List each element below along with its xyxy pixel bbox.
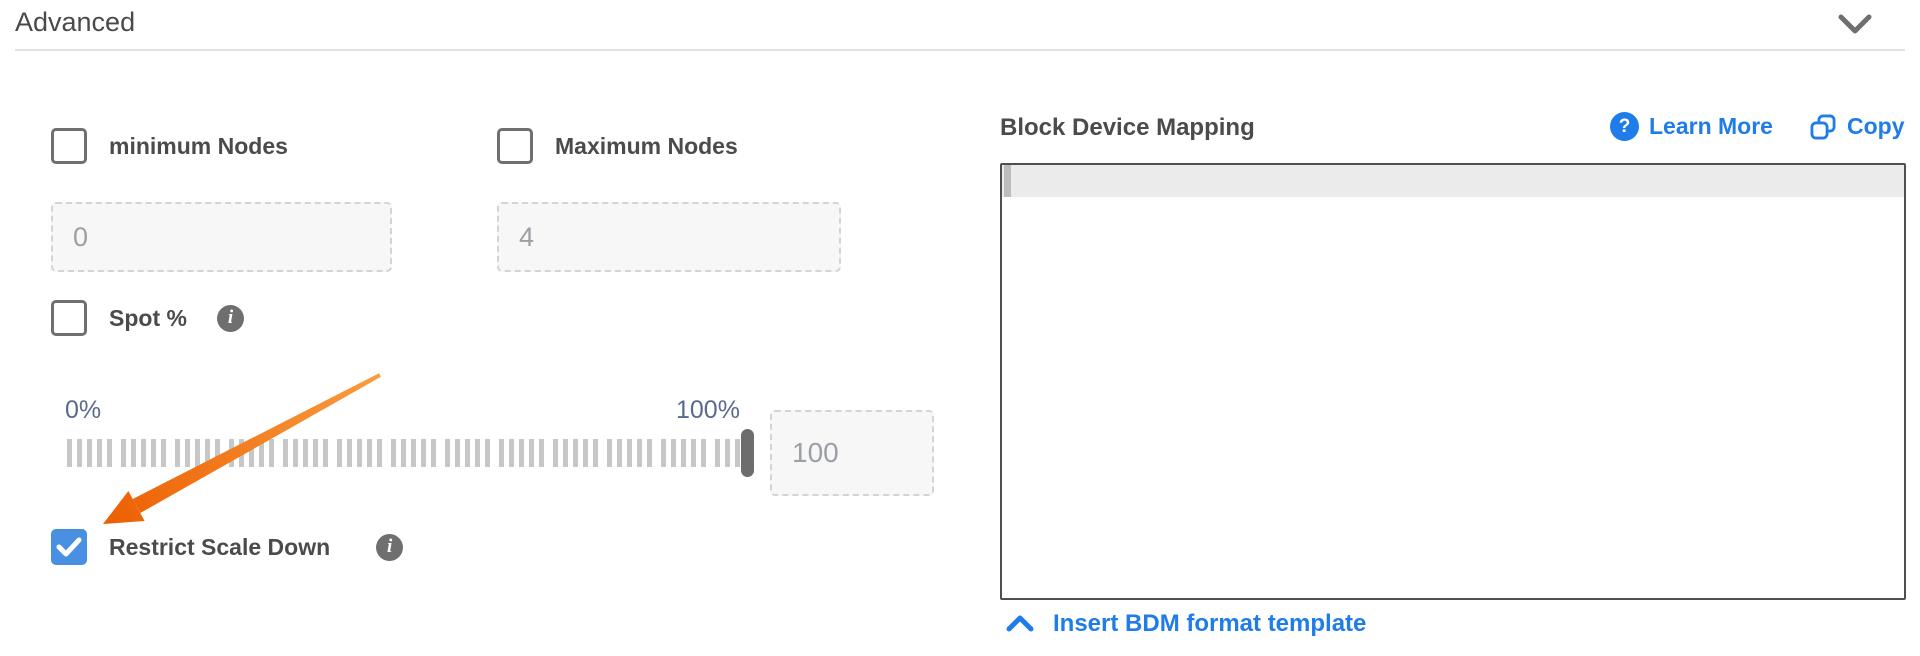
copy-button[interactable]: Copy bbox=[1809, 113, 1905, 141]
max-nodes-checkbox[interactable] bbox=[497, 128, 533, 164]
learn-more-link[interactable]: ? Learn More bbox=[1610, 112, 1773, 141]
section-divider bbox=[15, 49, 1905, 51]
restrict-scale-down-info-icon[interactable]: i bbox=[376, 533, 404, 561]
min-nodes-checkbox-row: minimum Nodes bbox=[51, 128, 288, 164]
slider-max-label: 100% bbox=[676, 396, 740, 424]
bdm-actions: ? Learn More Copy bbox=[1610, 112, 1904, 141]
spot-checkbox[interactable] bbox=[51, 300, 87, 336]
max-nodes-label: Maximum Nodes bbox=[555, 132, 738, 159]
spot-info-icon[interactable]: i bbox=[216, 304, 244, 332]
chevron-up-icon bbox=[1006, 615, 1034, 632]
insert-bdm-template-link[interactable]: Insert BDM format template bbox=[1005, 610, 1366, 638]
min-nodes-input[interactable] bbox=[51, 202, 392, 272]
learn-more-label: Learn More bbox=[1649, 113, 1773, 139]
restrict-scale-down-row: Restrict Scale Down i bbox=[51, 529, 404, 565]
max-nodes-input[interactable] bbox=[497, 202, 841, 272]
spot-checkbox-row: Spot % i bbox=[51, 300, 244, 336]
bdm-editor-active-line bbox=[1002, 165, 1904, 197]
checkmark-icon bbox=[56, 537, 82, 557]
spot-percentage-input[interactable] bbox=[770, 410, 934, 496]
section-title: Advanced bbox=[15, 7, 136, 37]
slider-min-label: 0% bbox=[65, 396, 102, 424]
chevron-down-icon[interactable] bbox=[1836, 11, 1874, 37]
bdm-title: Block Device Mapping bbox=[1000, 114, 1255, 141]
spot-percentage-slider-track[interactable] bbox=[67, 439, 755, 467]
copy-label: Copy bbox=[1846, 113, 1905, 139]
bdm-editor-cursor bbox=[1004, 165, 1011, 197]
min-nodes-checkbox[interactable] bbox=[51, 128, 87, 164]
bdm-editor[interactable] bbox=[1000, 163, 1906, 600]
min-nodes-label: minimum Nodes bbox=[109, 132, 288, 159]
spot-percentage-slider-handle[interactable] bbox=[741, 429, 754, 477]
question-circle-icon: ? bbox=[1610, 112, 1639, 141]
insert-bdm-template-label: Insert BDM format template bbox=[1053, 610, 1367, 637]
restrict-scale-down-label: Restrict Scale Down bbox=[109, 533, 331, 560]
restrict-scale-down-checkbox[interactable] bbox=[51, 529, 87, 565]
copy-icon bbox=[1810, 114, 1836, 139]
spot-label: Spot % bbox=[109, 304, 187, 331]
max-nodes-checkbox-row: Maximum Nodes bbox=[497, 128, 738, 164]
